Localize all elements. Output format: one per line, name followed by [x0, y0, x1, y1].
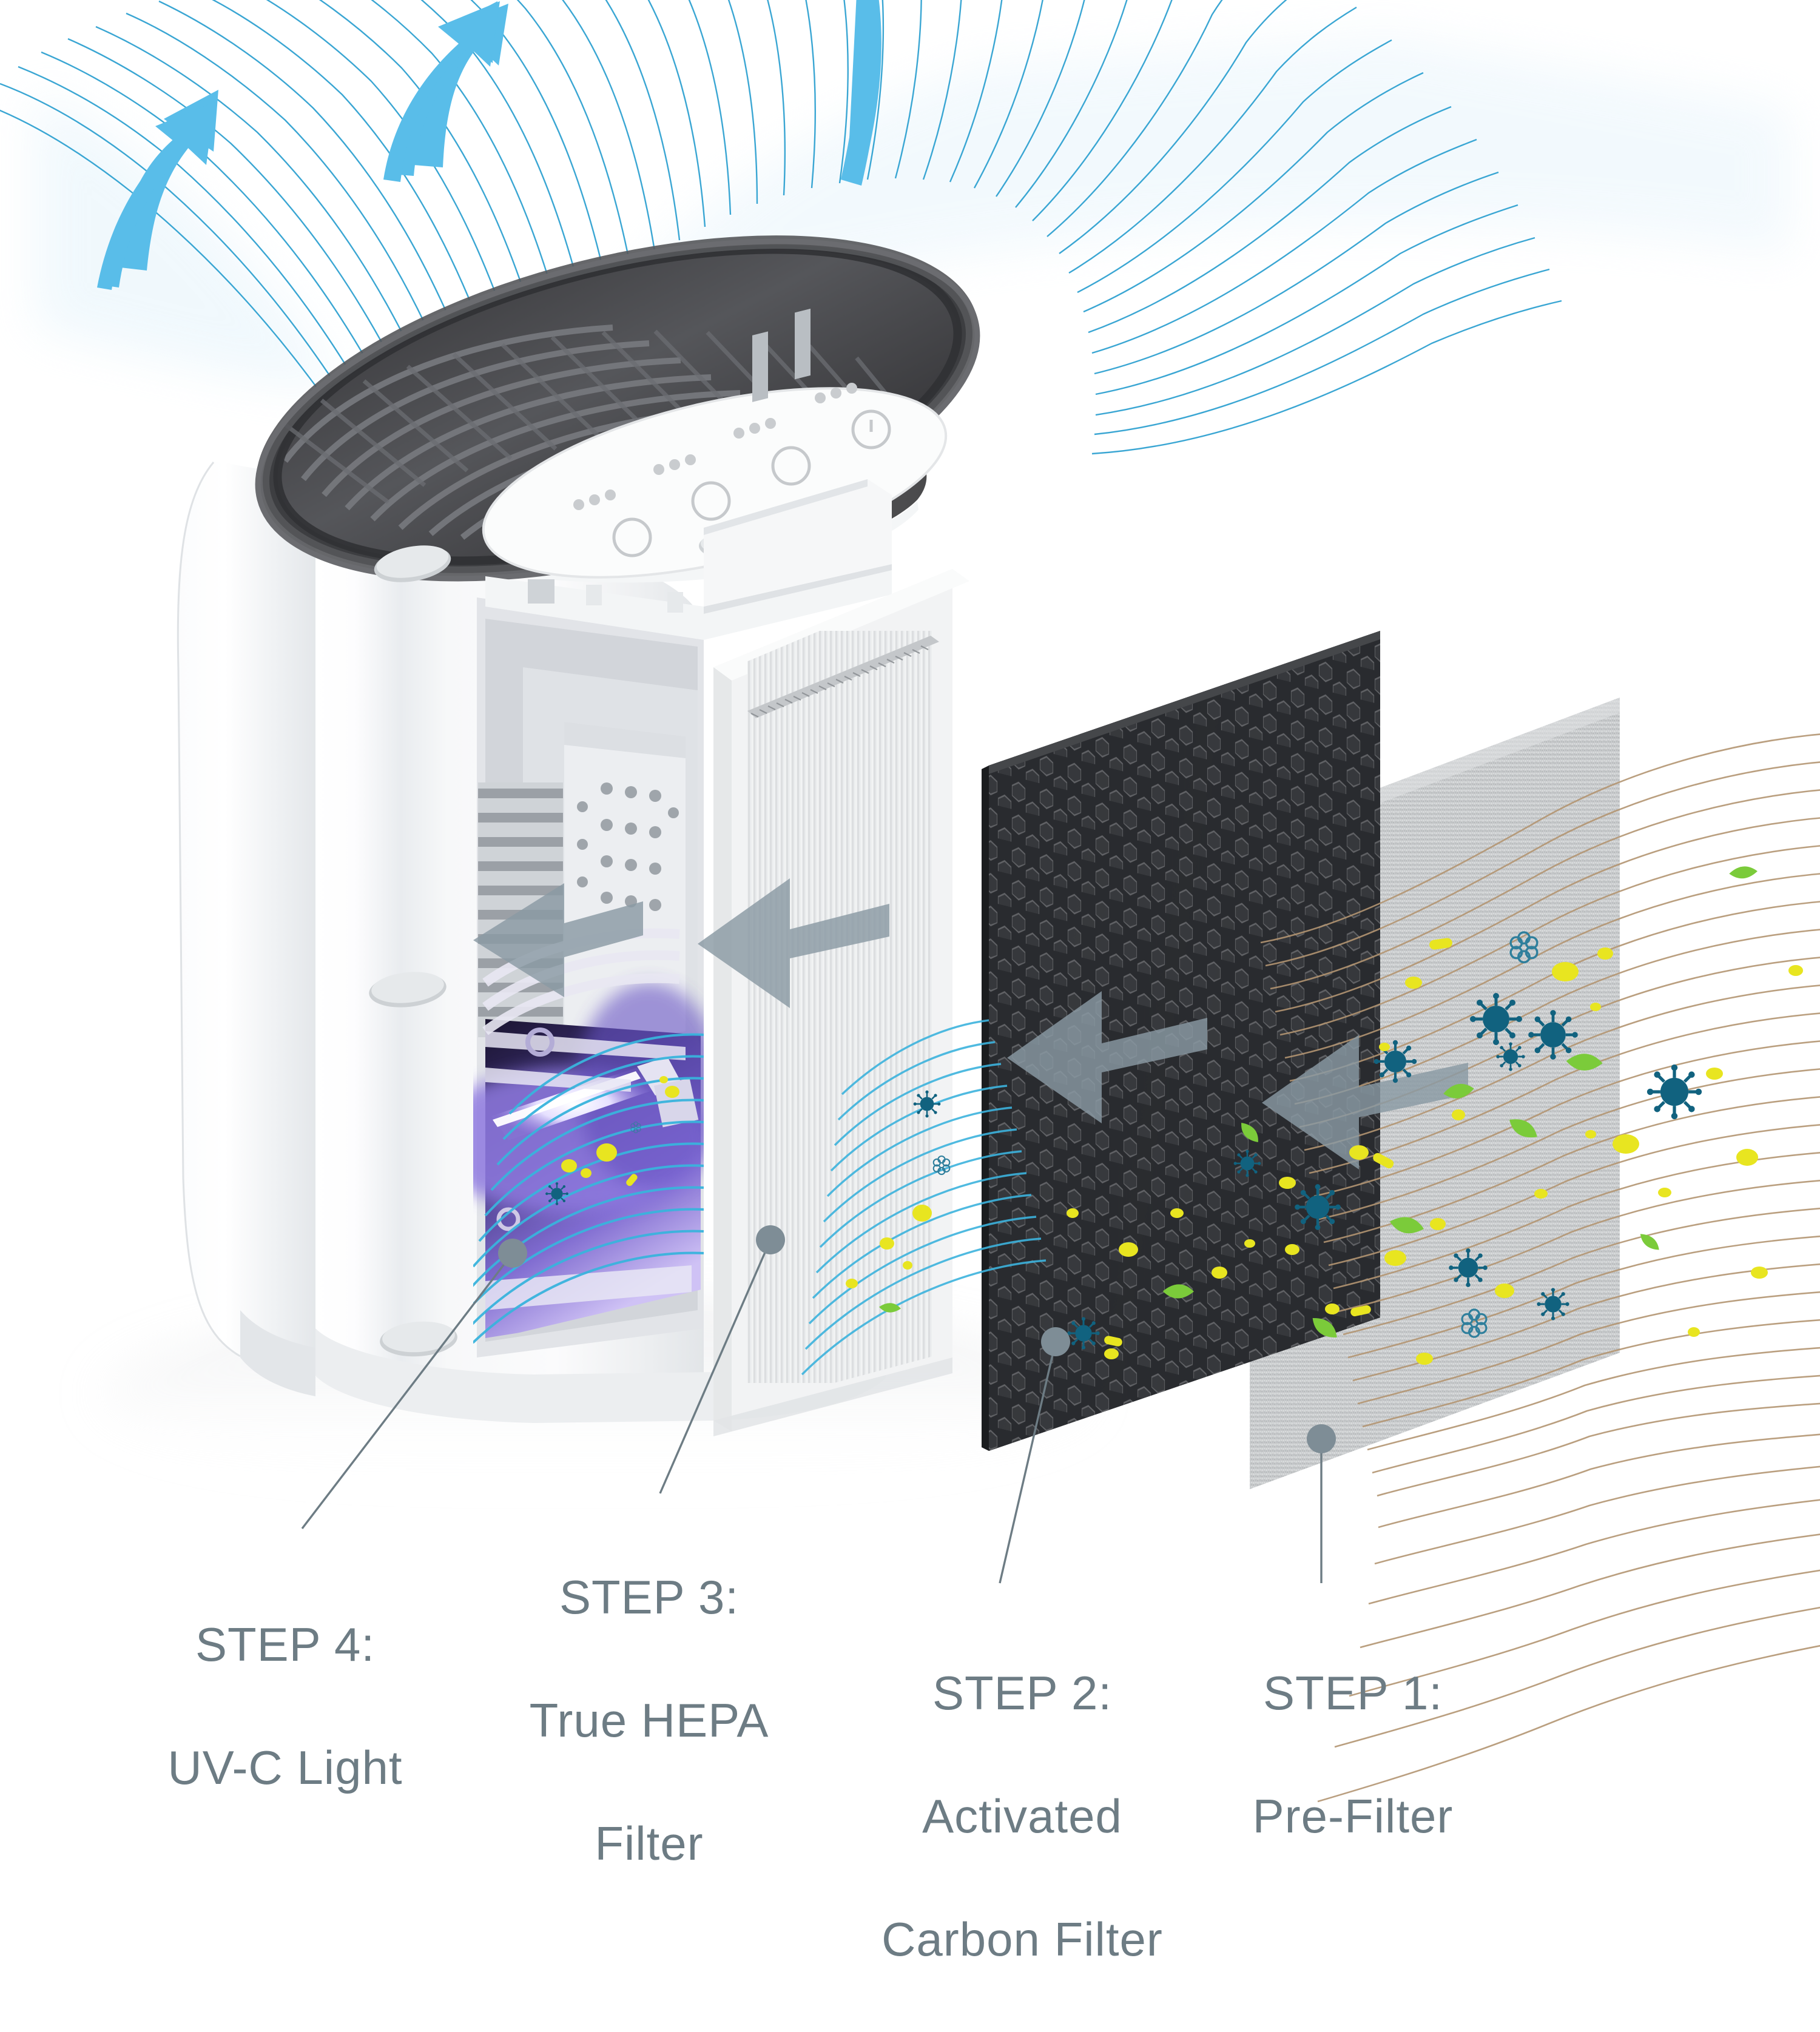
clean-air-arrows-main: [102, 1, 500, 288]
hepa-pleat-top: [747, 636, 939, 718]
callout-line-step2: [999, 1341, 1057, 1584]
purifier-left-shell: [177, 461, 315, 1376]
uv-chamber-ledges: [485, 1031, 692, 1310]
callout-dot-step4: [498, 1239, 527, 1268]
clean-arrow-center: [383, 1, 500, 182]
dirty-airflow-streamlines: [1260, 733, 1820, 1803]
carbon-particles: [1066, 1122, 1296, 1359]
label-step4-line2: UV-C Light: [167, 1741, 403, 1795]
label-step4-line1: STEP 4:: [195, 1618, 376, 1672]
uv-chamber-streamlines: [473, 1033, 704, 1344]
control-panel-indicators: [573, 383, 857, 510]
callout-line-step3: [659, 1239, 772, 1494]
label-step2-line1: STEP 2:: [932, 1666, 1113, 1720]
inner-clean-streamlines: [801, 1019, 1046, 1376]
label-step3: STEP 3: True HEPA Filter: [461, 1505, 837, 1936]
power-button: [851, 409, 891, 449]
label-step1-line1: STEP 1:: [1262, 1666, 1443, 1720]
callouts-layer: [301, 1225, 1336, 1584]
control-panel-buttons[interactable]: [612, 409, 891, 557]
purifier-left-shell-edge: [177, 462, 241, 1357]
diagram-canvas: STEP 4: UV-C Light STEP 3: True HEPA Fil…: [0, 0, 1820, 1966]
callout-dot-step2: [1041, 1327, 1070, 1356]
rear-connector-block: [704, 308, 892, 607]
label-step3-line3: Filter: [595, 1816, 704, 1870]
timer-button: [612, 517, 652, 557]
label-step2: STEP 2: Activated Carbon Filter: [825, 1601, 1219, 2032]
prefilter-particles: [1285, 931, 1613, 1403]
label-step1: STEP 1: Pre-Filter: [1201, 1601, 1505, 1909]
dirty-particles: [1495, 866, 1803, 1337]
callout-dots: [498, 1225, 1336, 1453]
label-step3-line2: True HEPA: [529, 1694, 769, 1748]
transfer-arrow-inner: [473, 883, 643, 997]
transfer-arrow-hepa: [698, 878, 889, 1008]
particles-layer: [544, 866, 1803, 1403]
callout-dot-step1: [1307, 1424, 1336, 1453]
label-step3-line1: STEP 3:: [559, 1570, 740, 1624]
uv-zone-particles: [544, 1076, 679, 1206]
hepa-zone-particles: [846, 1089, 951, 1313]
uv-chamber-layer: [473, 928, 704, 1344]
label-step2-line2: Activated: [922, 1789, 1122, 1843]
uv-port-ring: [525, 1028, 554, 1057]
callout-lines: [301, 1239, 1323, 1584]
air-arrow-right: [807, 0, 868, 1]
clean-arrow-left-small: [102, 102, 215, 288]
uv-light-button: [691, 481, 731, 521]
transfer-arrow-carbon: [1007, 991, 1207, 1123]
clean-arrow-tall: [848, 0, 863, 163]
clean-arrow-right-upper: [841, 0, 881, 186]
clean-air-arrow-big-2: [376, 0, 377, 1]
callout-dot-step3: [756, 1225, 785, 1254]
callout-line-step4: [301, 1252, 514, 1530]
clean-air-arrow-tall-right: [841, 0, 881, 186]
fan-speed-button: [771, 446, 811, 486]
label-step2-line3: Carbon Filter: [881, 1912, 1163, 1966]
transfer-arrows-layer: [473, 878, 1468, 1169]
label-step1-line2: Pre-Filter: [1252, 1789, 1454, 1843]
top-bracket: [485, 564, 892, 640]
dirty-stream-group: [1260, 733, 1820, 1803]
transfer-arrow-prefilter: [1262, 1035, 1468, 1169]
label-step4: STEP 4: UV-C Light: [103, 1553, 467, 1860]
